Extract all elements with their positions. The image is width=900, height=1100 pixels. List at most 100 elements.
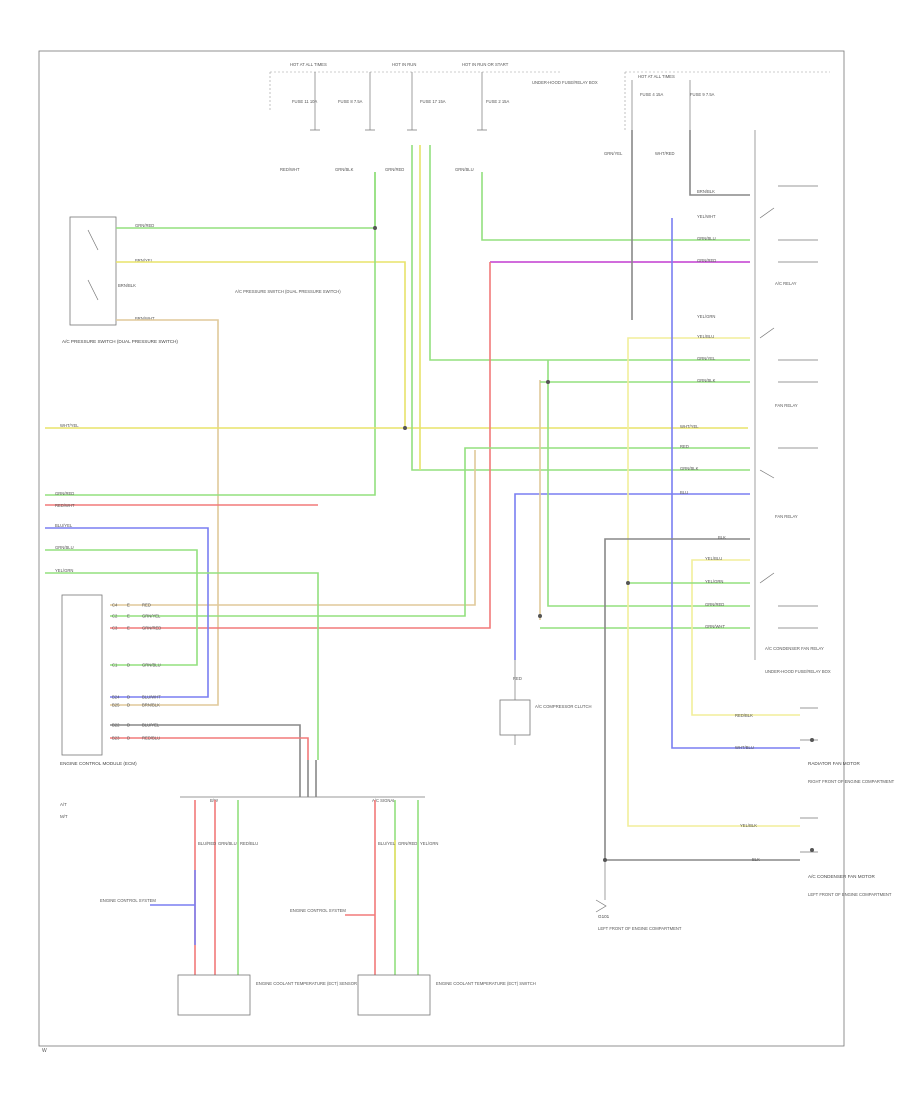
- ecm-pin-color: GRN/BLU: [142, 663, 161, 668]
- ac-compressor-clutch: A/C COMPRESSOR CLUTCH RED: [499, 660, 592, 745]
- wire-brn-wht-switch: [110, 319, 219, 706]
- wire-grn-yel-relay: [481, 172, 750, 241]
- left-switch-wire-4: BRN/WHT: [135, 316, 155, 321]
- fan-motor-2-label: A/C CONDENSER FAN MOTOR: [808, 874, 875, 879]
- motor-wire-1: RED/BLK: [735, 713, 753, 718]
- top-wire-6: WHT/RED: [655, 151, 675, 156]
- ref-1-label: ENGINE CONTROL SYSTEM: [100, 898, 156, 903]
- fan-motor-1-label: RADIATOR FAN MOTOR: [808, 761, 860, 766]
- relay-box-label: UNDER-HOOD FUSE/RELAY BOX: [765, 669, 831, 674]
- ecm-pin-color: GRN/RED: [142, 626, 161, 631]
- ecm-pin-pin2: D: [127, 723, 130, 728]
- ecm-left-wire-4: BLU/YEL: [55, 523, 73, 528]
- ecm-label: ENGINE CONTROL MODULE (ECM): [60, 761, 137, 766]
- relay-wire-e: YEL/GRN: [697, 314, 715, 319]
- left-switch-wire-1: GRN/RED: [135, 223, 154, 228]
- sensor-2-label: ENGINE COOLANT TEMPERATURE (ECT) SWITCH: [436, 981, 536, 986]
- relay-wire-g: GRN/YEL: [697, 356, 716, 361]
- motor-wire-2: WHT/BLU: [735, 745, 754, 750]
- ac-switch-label: A/C PRESSURE SWITCH (DUAL PRESSURE SWITC…: [62, 339, 178, 344]
- ecm-pin-color: BLU/YEL: [142, 723, 160, 728]
- ground-note: LEFT FRONT OF ENGINE COMPARTMENT: [598, 926, 682, 931]
- bl-wire-5: GRN/RED: [398, 841, 417, 846]
- left-switch-wire-2: BRN/YEL: [135, 258, 154, 263]
- left-switch-wire-3: BRN/BLK: [118, 283, 136, 288]
- fuse-block-note: UNDER-HOOD FUSE/RELAY BOX: [532, 80, 598, 85]
- motor-1-dot: [810, 738, 814, 742]
- relay-wire-f: YEL/BLU: [697, 334, 714, 339]
- wire-grn-vert-a: [547, 360, 750, 607]
- sensor-1-box: [177, 974, 251, 1016]
- fan-motor-1-note: RIGHT FRONT OF ENGINE COMPARTMENT: [808, 779, 895, 784]
- bl-wire-6: YEL/GRN: [420, 841, 438, 846]
- wire-red-blu-ecm: [110, 737, 309, 760]
- ecm-left-wire-1: WHT/YEL: [60, 423, 79, 428]
- ecm-legend-2: M/T: [60, 814, 68, 819]
- bl-wire-2: GRN/BLU: [218, 841, 237, 846]
- wire-brn-yel-switch: [116, 261, 406, 430]
- top-wire-4: GRN/BLU: [455, 167, 474, 172]
- relay-wire-a: BRN/BLK: [697, 189, 715, 194]
- fan-motors: RED/BLK WHT/BLU YEL/BLK BLK RADIATOR FAN…: [595, 707, 895, 931]
- relay-wire-b: YEL/WHT: [697, 214, 716, 219]
- right-fuse-drops: [631, 80, 691, 135]
- fuse-c-label: HOT IN RUN OR START: [462, 62, 509, 67]
- ecm-pin-pin2: D: [127, 703, 130, 708]
- wire-blk-ground: [604, 538, 800, 861]
- compressor-label: A/C COMPRESSOR CLUTCH: [535, 704, 592, 709]
- relay-coil-lines: [778, 185, 818, 629]
- ecm-pin-color: BRN/BLK: [142, 703, 160, 708]
- ecm-pin-pin: C4: [112, 603, 118, 608]
- relay-2-label: FAN RELAY: [775, 403, 798, 408]
- relay-labels: BRN/BLK YEL/WHT GRN/BLU GRN/RED A/C RELA…: [680, 185, 831, 674]
- bus-label-2: A/C SIGNAL: [372, 798, 396, 803]
- top-fuse-block: HOT AT ALL TIMES HOT IN RUN HOT IN RUN O…: [269, 62, 598, 172]
- ecm-left-wire-6: YEL/GRN: [55, 568, 73, 573]
- wire-blu-vert-right: [671, 218, 800, 749]
- motor-wire-3: YEL/BLK: [740, 823, 757, 828]
- ecm-pin-pin2: E: [127, 614, 130, 619]
- fuse-drops: [314, 72, 483, 130]
- footer-code: W: [42, 1048, 47, 1054]
- wire-yel-red-motor: [691, 559, 800, 716]
- ecm-pin-color: RED: [142, 603, 151, 608]
- motor-wire-4: BLK: [752, 857, 760, 862]
- ecm-pin-color: BLU/WHT: [142, 695, 161, 700]
- motor-2-dot: [810, 848, 814, 852]
- wire-grn-blk-main: [45, 172, 376, 496]
- ecm-pin-pin2: D: [127, 695, 130, 700]
- right-fuse-2: FUSE 9 7.5A: [690, 92, 715, 97]
- compressor-box: [499, 699, 531, 736]
- relay-wire-q: GRN/WHT: [705, 624, 725, 629]
- bl-wire-3: RED/BLU: [240, 841, 258, 846]
- motor-terminals: [800, 707, 818, 853]
- sensor-1-label: ENGINE COOLANT TEMPERATURE (ECT) SENSOR: [256, 981, 357, 986]
- ecm-pin-pin: C3: [112, 626, 118, 631]
- wire-grn-blu-ecm: [45, 549, 198, 666]
- bl-wire-1: BLU/RED: [198, 841, 216, 846]
- relay-4-label: A/C CONDENSER FAN RELAY: [765, 646, 824, 651]
- top-wire-2: GRN/BLK: [335, 167, 354, 172]
- ecm-pin-color: RED/BLU: [142, 736, 160, 741]
- wire-yel-grn-down: [45, 572, 319, 760]
- ecm-pin-pin2: E: [127, 626, 130, 631]
- relay-wire-n: YEL/BLU: [705, 556, 722, 561]
- ecm-left-wire-5: GRN/BLU: [55, 545, 74, 550]
- ecm-box: [61, 594, 103, 756]
- relay-wire-o: YEL/GRN: [705, 579, 723, 584]
- left-switch-note: A/C PRESSURE SWITCH (DUAL PRESSURE SWITC…: [235, 289, 341, 294]
- ground-label: G101: [598, 914, 610, 919]
- relay-1-label: A/C RELAY: [775, 281, 797, 286]
- ecm-pin-pin: C2: [112, 614, 118, 619]
- wire-red-ecm: [110, 262, 491, 629]
- relay-wire-c: GRN/BLU: [697, 236, 716, 241]
- right-fuse-1: FUSE 4 15A: [640, 92, 663, 97]
- relay-wire-d: GRN/RED: [697, 258, 716, 263]
- wire-blu-yel-ecm: [45, 527, 209, 698]
- ground-symbol: [595, 899, 607, 913]
- wire-tan-ecm: [110, 450, 476, 606]
- relay-wire-k: GRN/BLK: [680, 466, 699, 471]
- top-wire-3: GRN/RED: [385, 167, 404, 172]
